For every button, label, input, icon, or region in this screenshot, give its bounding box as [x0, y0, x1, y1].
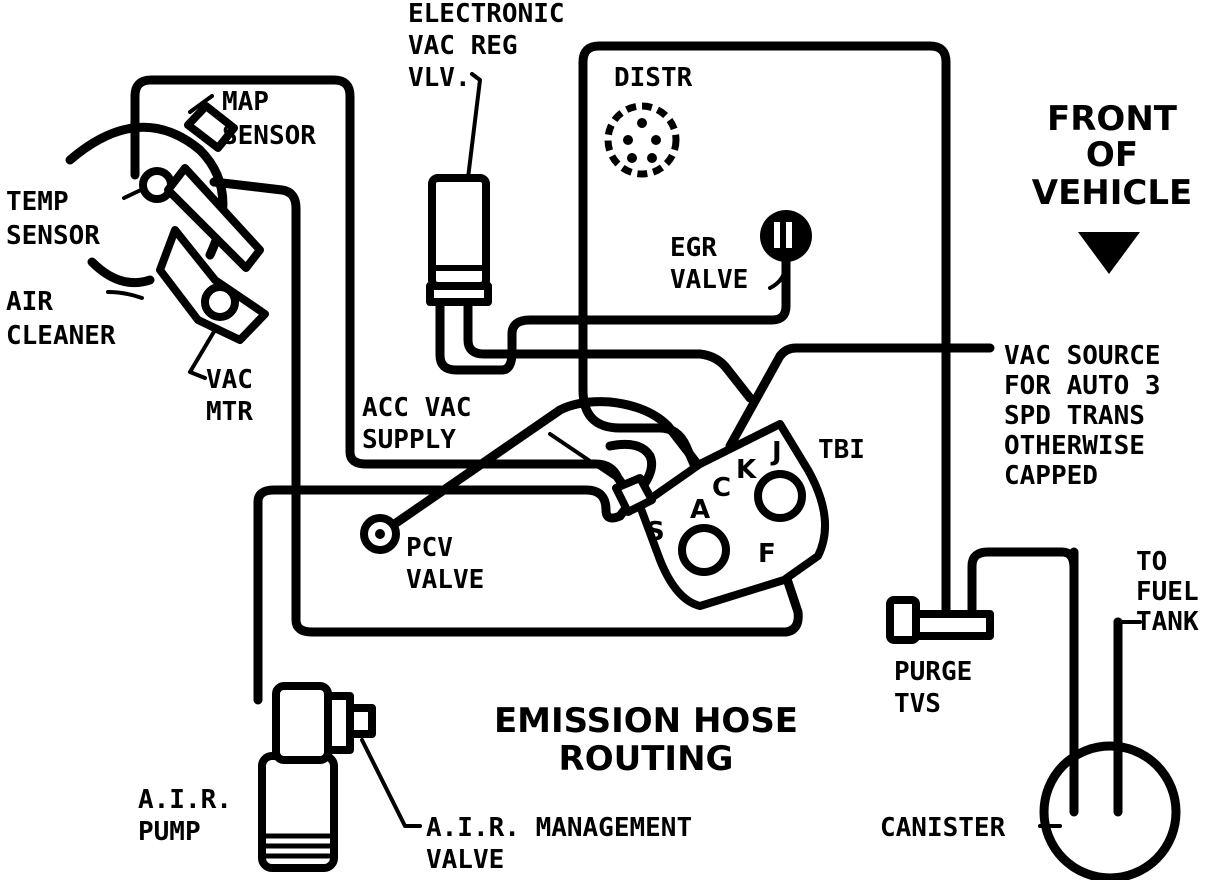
front-of-vehicle-label-line1: FRONT	[1047, 99, 1178, 139]
front-of-vehicle-label-line2: OF	[1086, 135, 1138, 175]
electronic-vac-reg-vlv-label-line1: ELECTRONIC	[408, 0, 565, 29]
vac-source-label-line3: SPD TRANS	[1004, 401, 1145, 431]
vac-mtr-label-line2: MTR	[206, 397, 253, 427]
air-cleaner	[65, 94, 269, 344]
acc-vac-supply-label-line2: SUPPLY	[362, 425, 456, 455]
tbi-port-s-label: S	[646, 517, 665, 547]
temp-sensor-label-line1: TEMP	[6, 187, 69, 217]
purge-tvs-label-line1: PURGE	[894, 657, 972, 687]
electronic-vac-reg-vlv-label-line2: VAC REG	[408, 31, 518, 61]
pcv-hose	[375, 397, 707, 539]
auto-trans-vac-hose	[725, 343, 995, 451]
to-fuel-tank-label-line3: TANK	[1136, 607, 1199, 637]
air-management-valve-label-line1: A.I.R. MANAGEMENT	[426, 813, 692, 843]
front-of-vehicle-label-line3: VEHICLE	[1032, 173, 1193, 213]
tbi-port-f-label: F	[758, 539, 776, 569]
temp-sensor-label-line2: SENSOR	[6, 221, 100, 251]
air-pump	[258, 752, 338, 872]
map-sensor-label-line2: SENSOR	[222, 121, 316, 151]
vac-mtr-label-line1: VAC	[206, 365, 253, 395]
diagram-title-line1: EMISSION HOSE	[494, 701, 798, 741]
distr-label: DISTR	[614, 63, 693, 93]
egr-hose	[435, 251, 791, 375]
egr-valve-label-line1: EGR	[670, 233, 717, 263]
map-sensor-hose	[130, 75, 633, 497]
to-fuel-tank-label-line2: FUEL	[1136, 577, 1199, 607]
air-cleaner-leader	[106, 290, 144, 300]
acc-vac-supply-label-line1: ACC VAC	[362, 393, 472, 423]
vac-source-label-line5: CAPPED	[1004, 461, 1098, 491]
tbi-port-k-label: K	[736, 455, 757, 485]
vac-source-label-line4: OTHERWISE	[1004, 431, 1145, 461]
vac-reg-hose	[463, 289, 755, 403]
diagram-title-line2: ROUTING	[559, 739, 734, 779]
air-cleaner-label-line1: AIR	[6, 287, 53, 317]
vac-source-label-line2: FOR AUTO 3	[1004, 371, 1161, 401]
air-management-valve	[272, 682, 422, 828]
vac-source-label-line1: VAC SOURCE	[1004, 341, 1161, 371]
canister-label: CANISTER	[880, 813, 1006, 843]
tbi-label: TBI	[818, 435, 865, 465]
tbi-port-j-label: J	[770, 437, 782, 467]
pcv-valve	[360, 514, 400, 554]
front-arrow-icon	[1078, 232, 1140, 274]
pcv-valve-label-line1: PCV	[406, 533, 453, 563]
tbi-port-a-label: A	[690, 495, 710, 525]
egr-valve	[760, 210, 812, 290]
distributor	[604, 102, 680, 178]
air-pump-label-line2: PUMP	[138, 817, 201, 847]
map-sensor-label-line1: MAP	[222, 87, 269, 117]
electronic-vac-reg-vlv-label-line3: VLV.	[408, 63, 471, 93]
air-cleaner-label-line2: CLEANER	[6, 321, 116, 351]
vac-motor-leader	[188, 328, 217, 380]
throttle-body-injection	[548, 420, 830, 610]
purge-tvs-label-line2: TVS	[894, 689, 941, 719]
temp-sensor-leader	[122, 186, 147, 200]
manifold-hose	[253, 439, 657, 705]
purge-tvs	[886, 596, 994, 644]
tbi-port-c-label: C	[712, 473, 731, 503]
to-fuel-tank-label-line1: TO	[1136, 547, 1167, 577]
purge-tvs-hose	[578, 41, 951, 619]
canister	[1038, 547, 1181, 880]
electronic-vac-reg-valve	[426, 72, 492, 306]
air-management-valve-label-line2: VALVE	[426, 845, 504, 875]
pcv-valve-label-line2: VALVE	[406, 565, 484, 595]
egr-valve-label-line2: VALVE	[670, 265, 748, 295]
map-sensor	[184, 102, 238, 152]
vac-motor-hose	[209, 177, 803, 637]
air-pump-label-line1: A.I.R.	[138, 785, 232, 815]
